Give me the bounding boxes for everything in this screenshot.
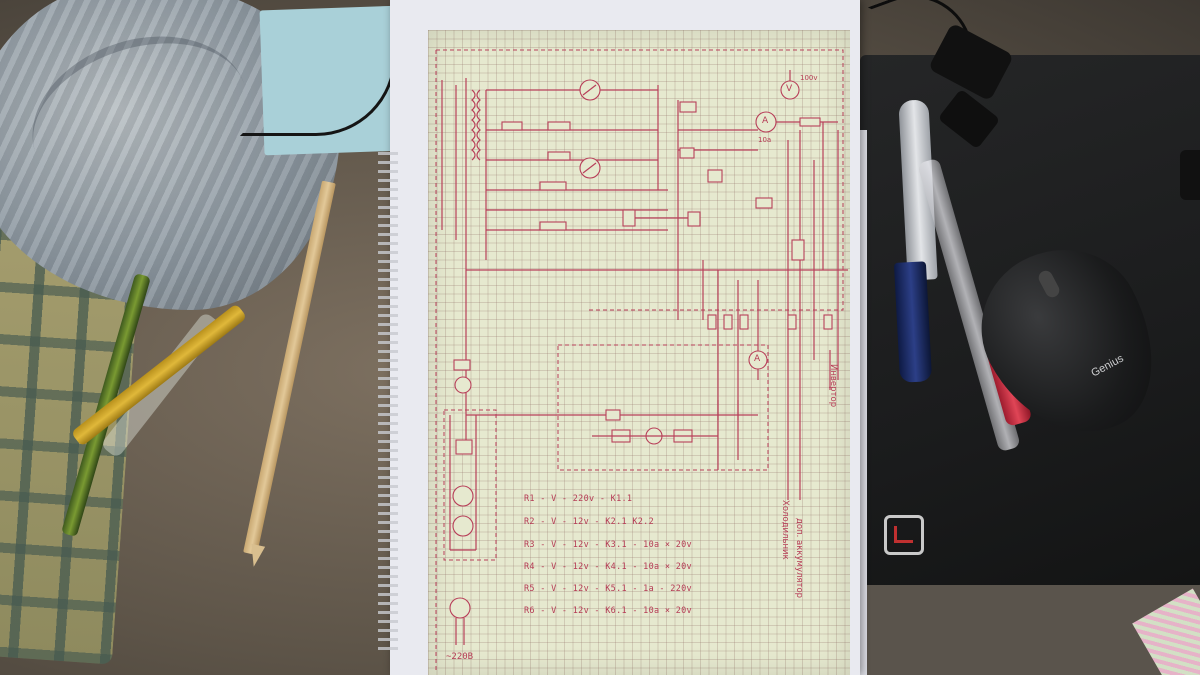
notebook-spiral (378, 150, 398, 650)
legend-line-5: R5 - V - 12v - K5.1 - 1a - 220v (524, 584, 692, 594)
mousepad-logo-mark (894, 526, 913, 543)
ammeter-2-label: A (754, 354, 761, 364)
inverter-label: Инвертор (828, 364, 838, 408)
graph-paper-sheet (428, 30, 850, 675)
black-object (1180, 150, 1200, 200)
legend-line-4: R4 - V - 12v - K4.1 - 10a × 20v (524, 562, 692, 572)
legend-line-2: R2 - V - 12v - K2.1 K2.2 (524, 517, 655, 527)
legend-line-1: R1 - V - 220v - K1.1 (524, 494, 633, 504)
fridge-label: Холодильник (780, 500, 790, 560)
voltmeter-label: V (786, 84, 793, 94)
battery-label: доп. аккумулятор (794, 518, 804, 599)
ammeter-rating: 10a (758, 136, 772, 144)
mains-label: ~220В (446, 652, 474, 662)
voltmeter-rating: 100v (800, 74, 818, 82)
circuit-schematic (435, 49, 848, 670)
mousepad-logo (884, 515, 924, 555)
blue-pen-grip (893, 261, 933, 383)
legend-line-6: R6 - V - 12v - K6.1 - 10a × 20v (524, 606, 692, 616)
ammeter-label: A (762, 116, 769, 126)
cloth-fold (10, 9, 270, 229)
legend-line-3: R3 - V - 12v - K3.1 - 10a × 20v (524, 540, 692, 550)
